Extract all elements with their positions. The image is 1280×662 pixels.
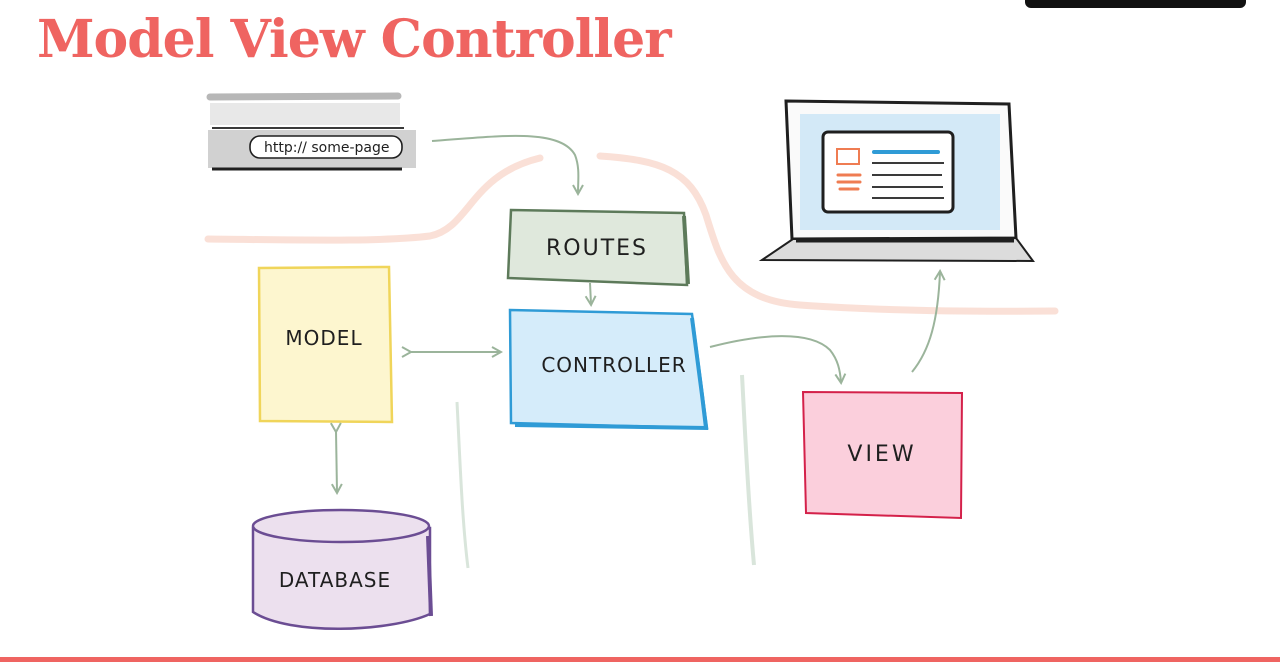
top-toolbar-strip	[1025, 0, 1246, 8]
url-text: http:// some-page	[264, 140, 389, 156]
arrow-view-to-laptop	[911, 272, 940, 373]
arrow-routes-to-controller	[590, 282, 591, 304]
faint-stroke-middle	[740, 374, 756, 566]
routes-label: ROUTES	[546, 236, 648, 261]
model-box	[257, 265, 394, 424]
arrow-url-to-routes	[431, 134, 578, 193]
arrow-controller-to-view	[709, 335, 841, 382]
view-box	[801, 390, 964, 520]
faint-stroke-left	[455, 401, 470, 569]
bottom-accent-rule	[0, 657, 1280, 662]
controller-label: CONTROLLER	[541, 353, 686, 377]
browser-address-bar-icon	[206, 92, 416, 171]
arrow-model-database	[336, 431, 337, 492]
routes-box	[506, 208, 689, 287]
laptop-icon	[758, 99, 1035, 263]
database-label: DATABASE	[279, 568, 391, 592]
boundary-line	[204, 152, 1059, 315]
model-label: MODEL	[285, 326, 362, 350]
page-title: Model View Controller	[37, 9, 672, 70]
view-label: VIEW	[847, 442, 916, 467]
database-cylinder	[251, 508, 433, 630]
